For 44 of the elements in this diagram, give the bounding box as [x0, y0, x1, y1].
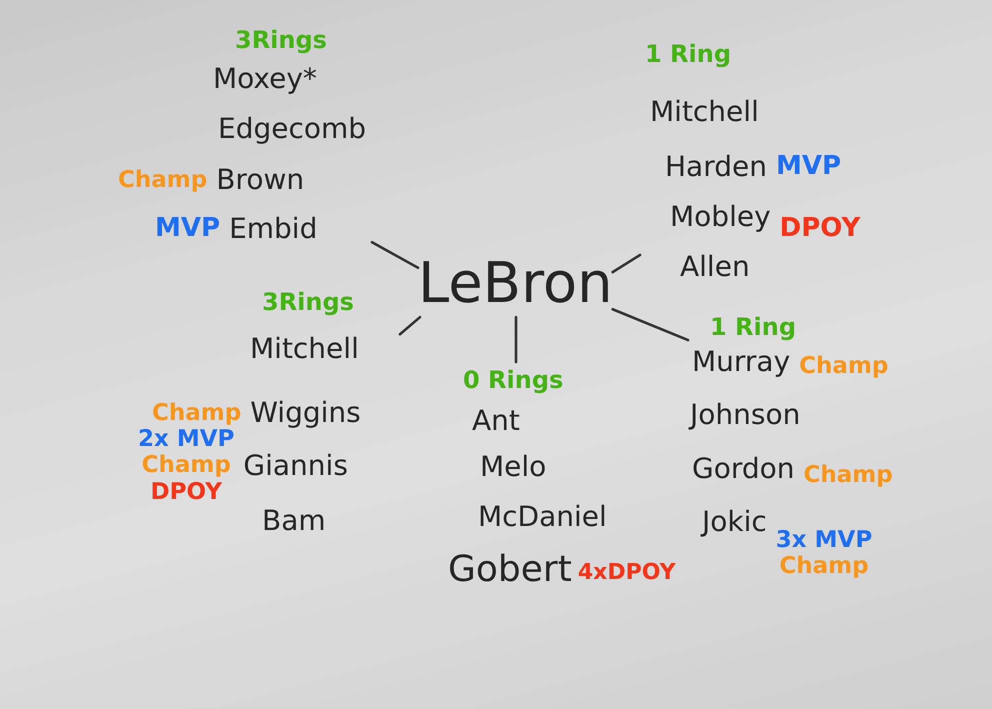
rings-heading: 1 Ring [710, 313, 796, 342]
player-name: Mobley [670, 200, 771, 233]
award-label: DPOY [780, 214, 860, 244]
rings-heading: 1 Ring [645, 40, 732, 69]
player-name: Embid [229, 212, 318, 245]
player-name: Brown [216, 163, 304, 196]
award-label: 2x MVP [138, 426, 234, 452]
connector-line [611, 254, 642, 274]
award-label: MVP [776, 152, 842, 182]
player-name: Wiggins [250, 396, 361, 429]
award-label: Champ [779, 553, 869, 580]
award-label: Champ [804, 462, 893, 488]
connector-line [611, 308, 690, 342]
player-name: Melo [480, 450, 546, 483]
player-name: Edgecomb [218, 112, 366, 145]
connector-line [398, 316, 422, 336]
connector-line [514, 316, 518, 364]
player-name: Jokic [702, 505, 767, 538]
rings-heading: 0 Rings [463, 366, 564, 395]
player-name: Gordon [692, 452, 794, 485]
player-name: Murray [692, 345, 790, 378]
award-label: MVP [155, 214, 220, 244]
award-label: Champ [152, 400, 242, 426]
award-label: Champ [799, 353, 888, 380]
player-name: Johnson [690, 398, 800, 431]
player-name: McDaniel [478, 500, 607, 533]
player-name: Moxey* [213, 62, 317, 95]
connector-line [370, 240, 420, 270]
rings-heading: 3Rings [262, 288, 354, 317]
player-name: Giannis [243, 448, 348, 482]
award-label: 4xDPOY [578, 560, 676, 586]
award-label: Champ [118, 166, 208, 194]
award-label: 3x MVP [776, 527, 872, 554]
player-name: Allen [680, 250, 750, 283]
player-name: Harden [665, 150, 767, 183]
player-name: Bam [262, 504, 326, 537]
rings-heading: 3Rings [235, 26, 327, 55]
player-name: Ant [472, 404, 520, 437]
player-name: Mitchell [650, 95, 759, 128]
player-name: Mitchell [250, 332, 359, 365]
player-name: LeBron [418, 251, 613, 316]
award-label: Champ [142, 452, 231, 479]
player-name: Gobert [448, 549, 572, 590]
award-label: DPOY [150, 478, 222, 506]
